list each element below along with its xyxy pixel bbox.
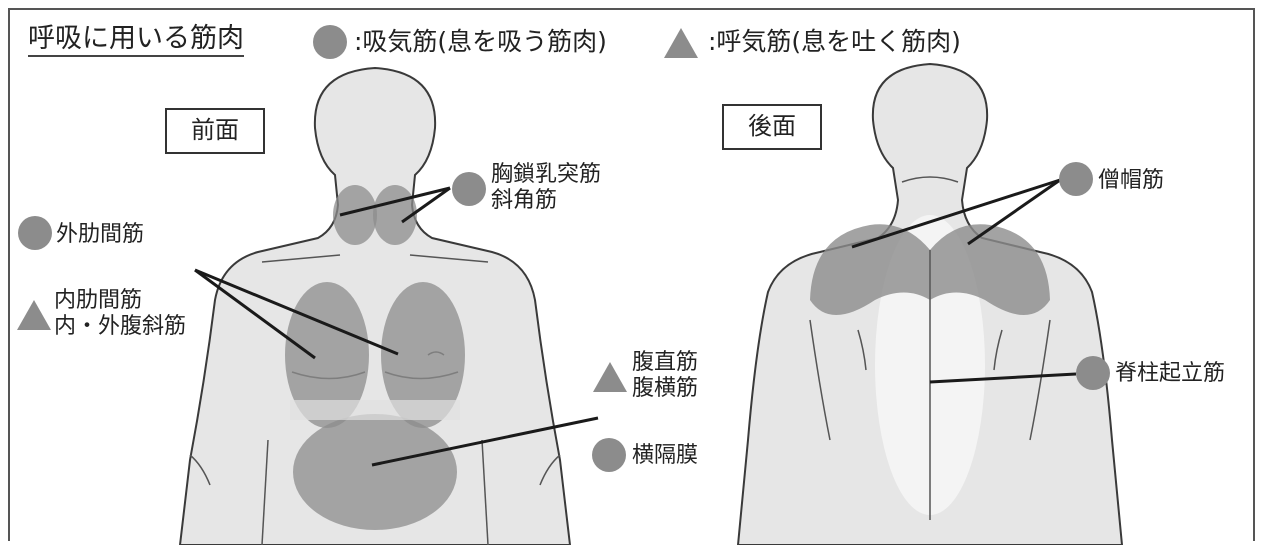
diagram-title: 呼吸に用いる筋肉 xyxy=(28,24,244,57)
label-internal-intercostal-line1: 内肋間筋 xyxy=(54,288,143,313)
exhale-triangle-icon xyxy=(664,28,698,58)
back-body-lines xyxy=(809,176,1051,520)
label-scm: 胸鎖乳突筋 斜角筋 xyxy=(491,162,601,214)
external-intercostal-circle-icon xyxy=(18,216,52,250)
label-scalene-line2: 斜角筋 xyxy=(491,187,558,213)
internal-intercostal-triangle-icon xyxy=(17,300,51,330)
label-external-intercostal: 外肋間筋 xyxy=(56,222,145,247)
label-rectus-line1: 腹直筋 xyxy=(632,350,699,375)
label-trapezius: 僧帽筋 xyxy=(1098,168,1165,193)
legend-inhale-label: :吸気筋(息を吸う筋肉) xyxy=(354,27,607,56)
label-diaphragm: 横隔膜 xyxy=(632,443,699,468)
diaphragm-circle-icon xyxy=(592,438,626,472)
front-body-figure xyxy=(178,66,572,545)
front-abdomen-band xyxy=(290,400,460,420)
trapezius-circle-icon xyxy=(1059,162,1093,196)
erector-spinae-circle-icon xyxy=(1076,356,1110,390)
inhale-circle-icon xyxy=(313,25,347,59)
front-muscles xyxy=(285,185,465,530)
legend-exhale-label: :呼気筋(息を吐く筋肉) xyxy=(708,27,961,56)
back-view-box: 後面 xyxy=(722,104,822,150)
scm-circle-icon xyxy=(452,172,486,206)
diagram-frame xyxy=(8,8,1255,541)
label-transversus-line2: 腹横筋 xyxy=(632,375,699,401)
label-rectus: 腹直筋 腹横筋 xyxy=(632,350,698,402)
label-erector-spinae: 脊柱起立筋 xyxy=(1115,361,1226,386)
leader-lines xyxy=(194,178,1077,467)
front-view-box: 前面 xyxy=(165,108,265,154)
front-view-label: 前面 xyxy=(191,116,239,144)
label-internal-intercostal: 内肋間筋 内・外腹斜筋 xyxy=(54,288,186,340)
rectus-triangle-icon xyxy=(593,362,627,392)
label-obliques-line2: 内・外腹斜筋 xyxy=(54,313,187,339)
label-scm-line1: 胸鎖乳突筋 xyxy=(491,162,602,187)
back-view-label: 後面 xyxy=(748,112,796,140)
